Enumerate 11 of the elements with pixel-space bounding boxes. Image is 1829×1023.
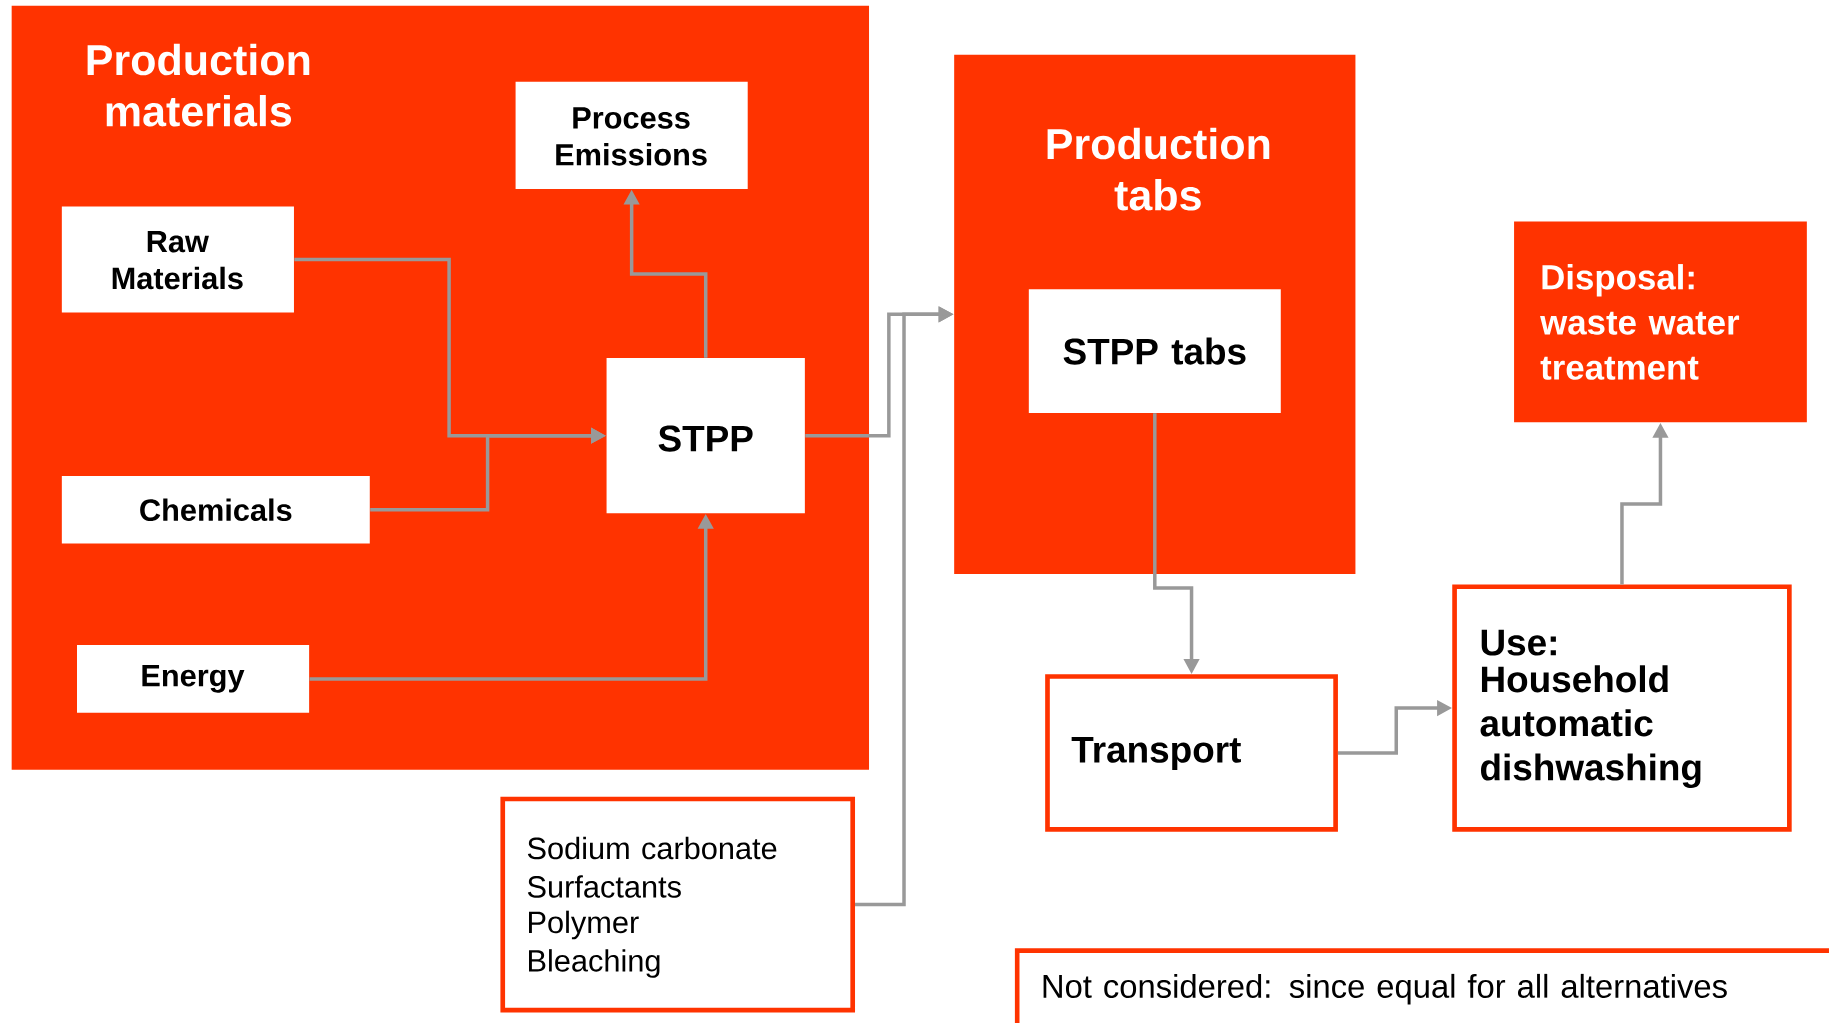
stage-box: Transport <box>1045 674 1338 832</box>
process-box: STPP tabs <box>1028 289 1281 413</box>
stage-box: Use: Household automatic dishwashing <box>1452 584 1792 832</box>
process-box: Chemicals <box>61 475 370 544</box>
process-box: STPP <box>606 358 805 514</box>
process-box: Process Emissions <box>515 81 748 189</box>
input-box: Sodium carbonate Surfactants Polymer Bleaching <box>500 796 856 1013</box>
process-box: Energy <box>77 645 310 713</box>
process-box: Raw Materials <box>61 206 294 313</box>
note-box: Not considered: since equal for all alternatives <box>1014 948 1829 1023</box>
stage-box: Disposal: waste water treatment <box>1514 221 1807 423</box>
